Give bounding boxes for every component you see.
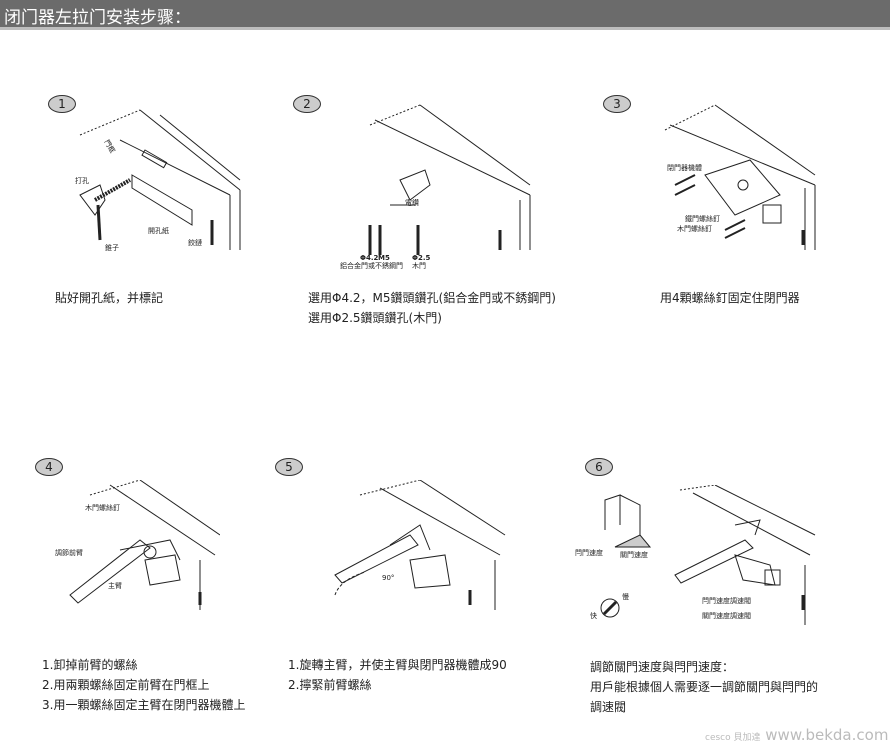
svg-text:關門速度: 關門速度: [620, 550, 648, 559]
svg-text:鉸鏈: 鉸鏈: [188, 238, 202, 247]
svg-text:電鑽: 電鑽: [405, 198, 419, 207]
step-4-illustration: 木門螺絲釘 調節前臂 主臂: [55, 480, 220, 610]
step-1-illustration: 門框 打孔 開孔紙 錐子 鉸鏈: [75, 109, 241, 252]
svg-text:鐵門螺絲釘: 鐵門螺絲釘: [685, 214, 720, 223]
step-number: 2: [293, 95, 321, 113]
step-number: 5: [275, 458, 303, 476]
svg-text:關門速度調速閥: 關門速度調速閥: [702, 611, 751, 620]
svg-text:90°: 90°: [382, 574, 394, 582]
svg-text:調節前臂: 調節前臂: [55, 548, 83, 557]
step-5-illustration: 90°: [334, 480, 506, 610]
svg-text:門框: 門框: [102, 138, 117, 155]
step-number: 4: [35, 458, 63, 476]
step-2-illustration: 電鑽 Φ4.2 M5 Φ2.5 鋁合金門或不銹鋼門 木門: [340, 104, 531, 270]
step-1-caption: 貼好開孔紙，并標記: [55, 291, 164, 305]
svg-text:錐子: 錐子: [105, 243, 119, 252]
svg-text:閂門速度調速閥: 閂門速度調速閥: [702, 596, 751, 605]
step-number: 1: [48, 95, 76, 113]
svg-text:閂門速度: 閂門速度: [575, 548, 603, 557]
svg-text:木門螺絲釘: 木門螺絲釘: [677, 224, 712, 233]
step-6-illustration: 閂門速度 關門速度 慢 快 閂門速度調速閥 關門速度調速閥: [575, 485, 816, 625]
svg-text:打孔: 打孔: [75, 176, 89, 185]
step-number: 3: [603, 95, 631, 113]
header-bar: 闭门器左拉门安装步骤：: [0, 0, 890, 30]
step-3-illustration: 閉門器機體 鐵門螺絲釘 木門螺絲釘: [664, 104, 816, 250]
watermark: cesco 貝加達 www.bekda.com: [705, 726, 889, 744]
svg-text:Φ4.2: Φ4.2: [360, 254, 378, 262]
step-3-caption: 用4顆螺絲釘固定住閉門器: [660, 291, 800, 305]
page-title: 闭门器左拉门安装步骤：: [4, 8, 191, 28]
svg-text:快: 快: [590, 611, 597, 620]
svg-text:開孔紙: 開孔紙: [148, 226, 169, 235]
svg-text:M5: M5: [378, 254, 390, 262]
svg-text:木門: 木門: [412, 261, 426, 270]
svg-text:木門螺絲釘: 木門螺絲釘: [85, 503, 120, 512]
svg-text:慢: 慢: [622, 592, 629, 601]
step-number: 6: [585, 458, 613, 476]
svg-text:閉門器機體: 閉門器機體: [667, 163, 702, 172]
svg-text:Φ2.5: Φ2.5: [412, 254, 430, 262]
svg-text:鋁合金門或不銹鋼門: 鋁合金門或不銹鋼門: [340, 261, 403, 270]
svg-text:主臂: 主臂: [108, 581, 122, 590]
step-2-caption: 選用Φ4.2，M5鑽頭鑽孔(鋁合金門或不銹鋼門)選用Φ2.5鑽頭鑽孔(木門): [308, 291, 556, 325]
step-6-caption: 調節關門速度與閂門速度：用戶能根據個人需要逐一調節關門與閂門的調速閥: [590, 660, 819, 714]
